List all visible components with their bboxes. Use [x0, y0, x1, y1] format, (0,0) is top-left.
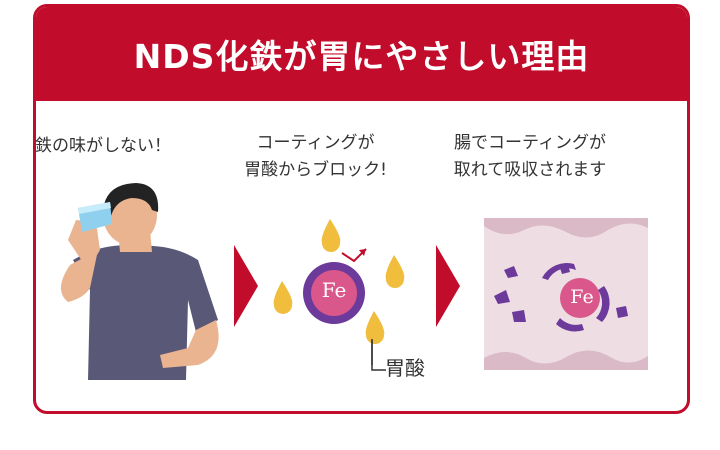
step1-caption-line1: 鉄の味がしない！ — [35, 136, 171, 156]
title-banner: NDS化鉄が胃にやさしい理由 — [36, 7, 687, 101]
page-title: NDS化鉄が胃にやさしい理由 — [133, 37, 590, 76]
step2-caption: コーティングが 胃酸からブロック! — [208, 130, 423, 184]
arrow-right-icon — [234, 245, 258, 327]
man-drinking-illustration — [60, 183, 219, 380]
step2-caption-line1: コーティングが — [256, 133, 375, 153]
acid-leader-line — [371, 340, 386, 371]
fe-label: Fe — [321, 278, 347, 302]
fe-absorbed-label: Fe — [570, 286, 594, 308]
step3-caption-line1: 腸でコーティングが — [454, 133, 606, 153]
stomach-acid-label: 胃酸 — [385, 356, 425, 380]
arrow-right-icon — [436, 245, 460, 327]
step1-caption: 鉄の味がしない！ — [18, 133, 188, 160]
step3-caption: 腸でコーティングが 取れて吸収されます — [420, 130, 640, 184]
step3-caption-line2: 取れて吸収されます — [453, 160, 607, 180]
step2-caption-line2: 胃酸からブロック! — [244, 160, 387, 180]
coated-iron-diagram — [273, 219, 405, 365]
intestine-absorption-diagram — [484, 218, 648, 370]
